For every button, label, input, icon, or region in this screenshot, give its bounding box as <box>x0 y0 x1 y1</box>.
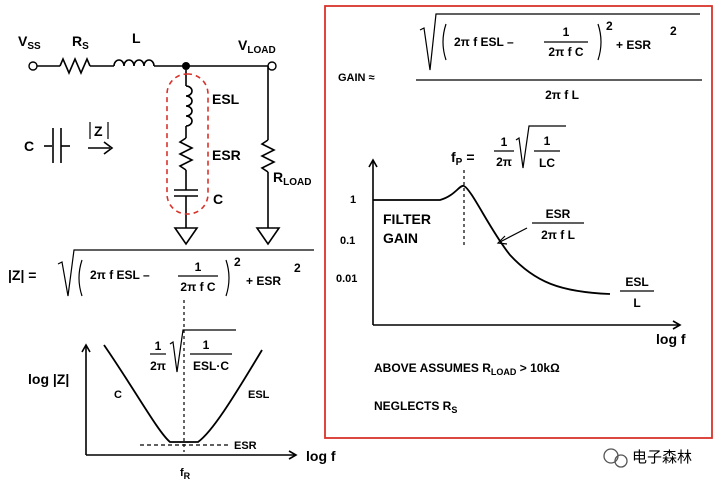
gain-exp1: 2 <box>606 19 613 33</box>
gain-xlabel: log f <box>656 331 686 347</box>
gain-formula: GAIN ≈ 2π f ESL – 1 2π f C 2 + ESR 2 2π … <box>338 13 702 102</box>
gain-plot: fP= 1 2π 1 LC log f 1 0.1 0.01 FILTER GA… <box>336 125 686 347</box>
esr-resistor <box>178 137 194 171</box>
gain-exp2: 2 <box>670 24 677 38</box>
vload-terminal <box>267 61 277 71</box>
gain-term1: 2π f ESL – <box>454 35 514 49</box>
fp-root-num: 1 <box>544 134 551 148</box>
impedance-exp1: 2 <box>234 255 241 269</box>
gain-plus-esr: + ESR <box>616 38 651 52</box>
sqrt-sign <box>419 13 700 71</box>
gain-tick-1: 1 <box>350 194 356 206</box>
vss-label: VSS <box>18 33 41 52</box>
sqrt-sign <box>169 329 236 373</box>
ground-symbol <box>255 227 281 246</box>
gain-frac-den: 2π f C <box>548 45 584 59</box>
axis-arrow-icon <box>288 450 298 460</box>
l-label: L <box>132 30 141 46</box>
impedance-term1: 2π f ESL – <box>90 268 150 282</box>
impedance-left-label: C <box>114 389 122 401</box>
left-paren <box>78 259 83 297</box>
gain-frac-num: 1 <box>563 25 570 39</box>
rs-resistor <box>59 56 91 76</box>
wechat-icon-bubble <box>614 454 628 468</box>
ground-symbol <box>173 227 199 246</box>
gain-curve <box>373 184 611 295</box>
impedance-xlabel: log f <box>306 448 336 464</box>
axis-arrow-icon <box>672 320 682 330</box>
fp-frac-den: 2π <box>496 155 512 169</box>
rload-resistor <box>260 139 276 173</box>
impedance-frac-num: 1 <box>195 260 202 274</box>
impedance-formula: |Z| = 2π f ESL – 1 2π f C 2 + ESR 2 <box>8 249 314 297</box>
esr-slope-num: ESR <box>546 207 571 221</box>
right-paren <box>597 23 602 61</box>
circuit-schematic: VSS RS L VLOAD ESL ESR C RLOAD C <box>18 30 311 246</box>
fp-label: fP= <box>451 149 475 168</box>
fr-frac-num: 1 <box>155 339 162 353</box>
impedance-formula-lhs: |Z| = <box>8 267 36 283</box>
gain-panel-frame <box>324 5 713 439</box>
cap-legend-c: C <box>24 138 34 154</box>
impedance-right-label: ESL <box>248 389 270 401</box>
impedance-exp2: 2 <box>294 261 301 275</box>
junction-node <box>182 62 190 70</box>
filter-gain-label-2: GAIN <box>383 230 418 246</box>
gain-tick-0-01: 0.01 <box>336 273 357 285</box>
fr-root-den: ESL·C <box>193 359 229 373</box>
left-paren <box>442 23 447 61</box>
impedance-frac-den: 2π f C <box>180 280 216 294</box>
watermark: 电子森林 <box>603 448 692 468</box>
annotation-arrow <box>499 227 528 243</box>
filter-gain-label-1: FILTER <box>383 211 431 227</box>
esl-label: ESL <box>212 91 240 107</box>
fp-root-den: LC <box>539 156 555 170</box>
esr-slope-den: 2π f L <box>541 228 575 242</box>
esl-floor-num: ESL <box>625 275 648 289</box>
note-neglects-rs: NEGLECTS RS <box>374 399 457 415</box>
fr-frac-den: 2π <box>150 359 166 373</box>
arrow-head-icon <box>496 235 508 245</box>
gain-denominator: 2π f L <box>545 88 579 102</box>
fr-root-num: 1 <box>203 338 210 352</box>
impedance-floor-label: ESR <box>234 440 257 452</box>
rload-label: RLOAD <box>273 169 311 188</box>
esl-inductor <box>185 85 193 127</box>
axis-arrow-icon <box>81 343 91 353</box>
impedance-plus-esr: + ESR <box>246 274 281 288</box>
axis-arrow-icon <box>368 158 378 168</box>
note-load-assumption: ABOVE ASSUMES RLOAD > 10kΩ <box>374 361 560 377</box>
c-label: C <box>213 191 223 207</box>
sqrt-sign <box>515 125 566 169</box>
right-paren <box>225 259 230 297</box>
wechat-icon <box>603 448 619 464</box>
vss-terminal <box>28 61 38 71</box>
impedance-ylabel: log |Z| <box>28 371 69 387</box>
gain-tick-0-1: 0.1 <box>340 235 355 247</box>
esr-label: ESR <box>212 147 241 163</box>
fr-label: fR <box>180 467 191 481</box>
gain-formula-lhs: GAIN ≈ <box>338 72 375 84</box>
impedance-plot: 1 2π 1 ESL·C log |Z| log f C ESL ESR fR <box>28 300 336 481</box>
cap-legend-z: Z <box>94 123 103 139</box>
right-arrow-icon <box>103 141 114 155</box>
impedance-curve <box>103 344 263 443</box>
esl-floor-den: L <box>633 296 640 310</box>
vload-label: VLOAD <box>238 37 276 56</box>
gain-notes: ABOVE ASSUMES RLOAD > 10kΩ NEGLECTS RS <box>374 361 560 415</box>
capacitor-model-outline <box>166 73 209 215</box>
l-inductor <box>113 59 155 67</box>
watermark-text: 电子森林 <box>632 449 692 466</box>
rs-label: RS <box>72 33 89 52</box>
sqrt-sign <box>57 249 314 297</box>
fp-frac-num: 1 <box>501 135 508 149</box>
